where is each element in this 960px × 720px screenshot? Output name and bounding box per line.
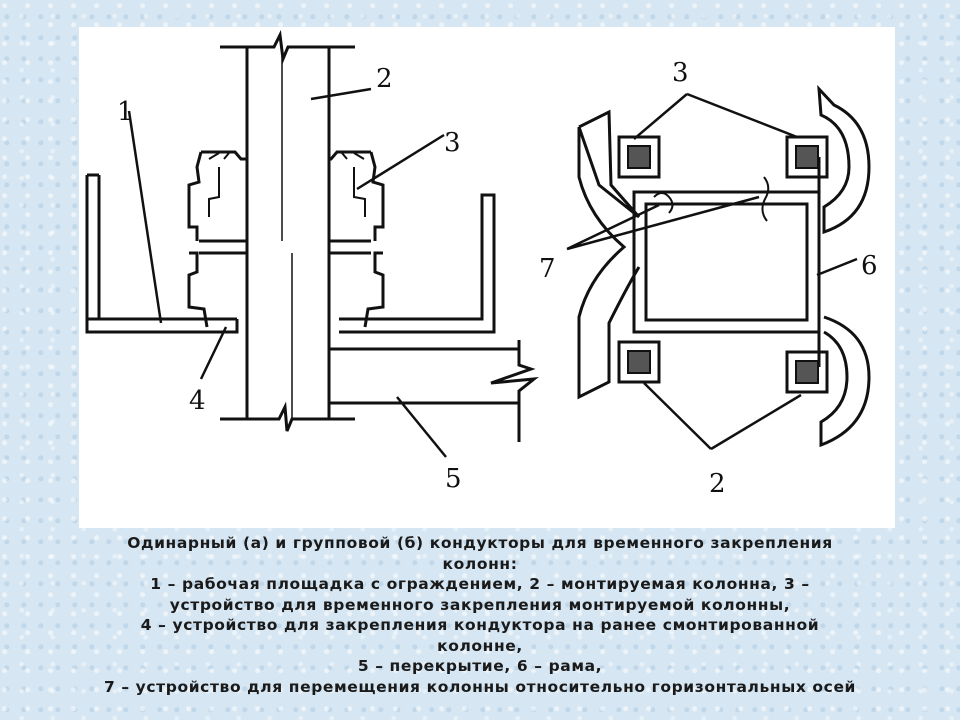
platform-left: [85, 175, 239, 334]
column-axis: [281, 47, 293, 419]
jaw-right-bottom: [819, 315, 871, 448]
column-bottom-break: [220, 401, 355, 432]
label-3a: 3: [444, 128, 461, 158]
frame-outer: [632, 190, 821, 334]
caption-line-6: колонне,: [437, 636, 523, 655]
leader-3a: [356, 133, 445, 191]
jaw-right-top: [817, 84, 871, 235]
leader-2a: [310, 87, 372, 101]
figure-caption: Одинарный (а) и групповой (б) кондукторы…: [40, 533, 920, 697]
single-conductor-drawing: [85, 29, 539, 458]
floor-slab: [329, 340, 539, 442]
frame-inner: [644, 202, 809, 322]
right-fixing-device: [329, 150, 385, 328]
label-5: 5: [445, 464, 462, 494]
left-fixing-device: [187, 150, 247, 328]
label-2a: 2: [376, 64, 393, 94]
caption-line-1: Одинарный (а) и групповой (б) кондукторы…: [127, 534, 833, 552]
platform-right: [339, 193, 496, 334]
group-conductor-drawing: [566, 84, 871, 451]
caption-line-8: 7 – устройство для перемещения колонны о…: [103, 677, 857, 696]
column-section-top-right: [785, 135, 829, 179]
leader-1: [127, 110, 163, 324]
leader-3b: [633, 92, 798, 140]
leader-7: [566, 195, 760, 251]
column-section-top-left: [617, 135, 661, 179]
caption-line-5: 4 – устройство для закрепления кондуктор…: [140, 616, 820, 634]
label-4: 4: [189, 386, 206, 416]
label-3b: 3: [672, 58, 689, 88]
column-section-bottom-left: [617, 340, 661, 384]
column-joint: [199, 239, 371, 255]
conductor-drawings: 1 2 3 4 5 3 7 6 2: [85, 29, 878, 499]
label-7: 7: [539, 254, 556, 284]
label-6: 6: [861, 251, 878, 281]
caption-line-7: 5 – перекрытие, 6 – рама,: [357, 657, 603, 675]
positioning-device-right: [761, 176, 770, 222]
caption-line-3: 1 – рабочая площадка с ограждением, 2 – …: [150, 575, 810, 593]
leader-5: [396, 396, 447, 458]
column-section-bottom-right: [785, 350, 829, 394]
jaw-left-top: [577, 109, 641, 219]
jaw-left: [577, 127, 641, 400]
caption-line-2: колонн:: [442, 554, 518, 573]
caption-line-4: устройство для временного закрепления мо…: [169, 595, 791, 614]
figure-panel: 1 2 3 4 5 3 7 6 2: [79, 27, 895, 528]
column-top-break: [220, 29, 355, 65]
positioning-device-left: [653, 192, 674, 214]
leader-6: [816, 257, 858, 277]
leader-2b: [643, 382, 802, 451]
leader-4: [199, 326, 228, 380]
label-1: 1: [117, 97, 134, 127]
label-2b: 2: [709, 469, 726, 499]
